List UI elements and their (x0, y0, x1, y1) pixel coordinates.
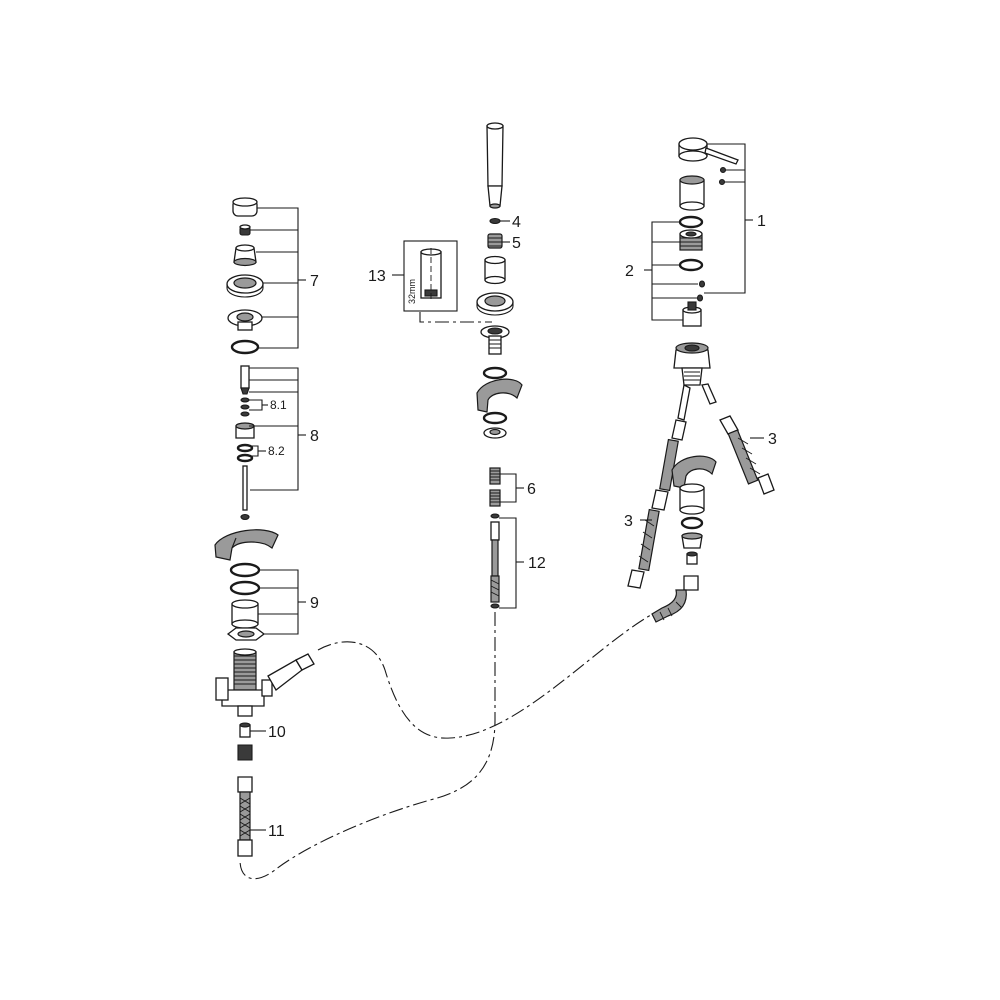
guide-sleeve (484, 255, 506, 285)
cover-sleeve (679, 175, 705, 211)
mixer-washer (680, 516, 704, 530)
nipple (239, 722, 251, 738)
callout-3-right: 3 (768, 431, 777, 448)
callout-4: 4 (512, 214, 521, 231)
mixer-body (673, 342, 711, 386)
small-pins (696, 280, 706, 302)
mixer-o-ring-2 (678, 258, 704, 272)
callout-2: 2 (625, 263, 634, 280)
callout-6: 6 (527, 481, 536, 498)
hand-shower (486, 122, 504, 209)
callout-12: 12 (528, 555, 546, 572)
left-leader-lines (249, 207, 306, 831)
center-shower-assembly (403, 122, 523, 609)
callout-1: 1 (757, 213, 766, 230)
callout-3-left: 3 (624, 513, 633, 530)
shower-nut (483, 427, 507, 439)
knob-adapter (233, 244, 257, 267)
callout-labels: 1 2 3 3 4 5 6 7 8 8.1 8.2 9 10 11 12 13 … (268, 213, 777, 840)
callout-9: 9 (310, 595, 319, 612)
threaded-flange (227, 309, 263, 331)
mixer-sleeve (679, 483, 705, 515)
hex-nut (226, 627, 266, 641)
diverter-valve-body (215, 648, 273, 717)
shower-rosette (476, 292, 514, 316)
rosette (226, 274, 264, 298)
spring-weights (489, 467, 501, 507)
callout-11: 11 (268, 823, 285, 840)
shower-filter (487, 233, 503, 249)
callout-7: 7 (310, 273, 319, 290)
shower-escutcheon (476, 378, 523, 413)
mixer-cartridge (682, 301, 702, 327)
callout-10: 10 (268, 724, 286, 741)
outlet-hose (651, 575, 699, 623)
callout-8-2: 8.2 (268, 444, 285, 458)
connection-hose (237, 744, 253, 857)
mixer-bracket (681, 532, 703, 549)
cartridge-detail (403, 240, 458, 312)
callout-5: 5 (512, 235, 521, 252)
mixer-o-ring (678, 215, 704, 229)
callout-8: 8 (310, 428, 319, 445)
callout-8-1: 8.1 (270, 398, 287, 412)
cartridge-nut (679, 229, 703, 251)
callout-13: 13 (368, 268, 386, 285)
supply-hose-right (701, 383, 775, 495)
shower-o-ring (482, 366, 508, 380)
right-mixer-assembly (627, 137, 775, 623)
left-valve-assembly (214, 197, 315, 857)
shower-hose (490, 513, 500, 609)
washer (229, 580, 261, 596)
sleeve (231, 599, 259, 629)
o-ring (230, 339, 260, 355)
supply-hose-left (627, 384, 691, 589)
mixer-nipple (686, 551, 698, 565)
hose-routes (239, 312, 661, 880)
escutcheon (214, 529, 279, 561)
shower-washer-lower (482, 411, 508, 425)
valve-cap (232, 197, 258, 217)
shower-threaded-holder (480, 325, 510, 355)
cartridge-dimension-label: 32mm (407, 279, 417, 304)
small-screw (239, 224, 251, 236)
mixer-escutcheon (671, 455, 717, 489)
washer (229, 562, 261, 578)
shower-washer (489, 217, 501, 225)
side-connector (267, 653, 315, 691)
spindle-assembly (235, 365, 255, 521)
right-leader-lines (640, 143, 764, 521)
center-leader-lines (392, 220, 524, 609)
